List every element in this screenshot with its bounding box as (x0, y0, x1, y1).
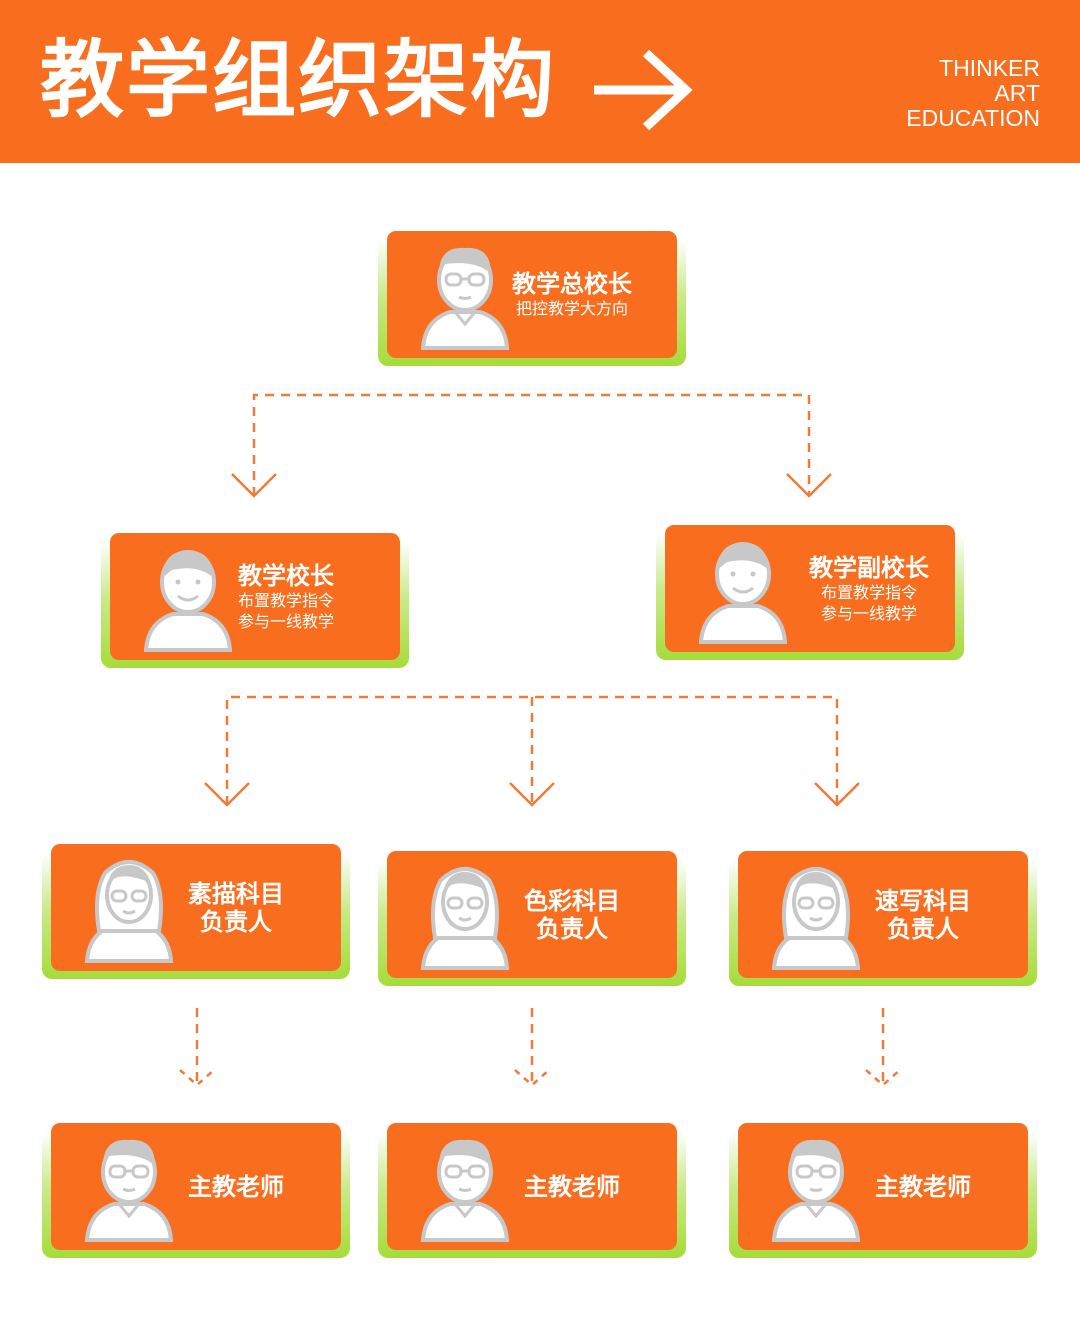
node-principal[interactable]: 教学总校长把控教学大方向 (378, 231, 686, 366)
page-title: 教学组织架构 (40, 31, 557, 129)
node-teacher-1[interactable]: 主教老师 (42, 1123, 350, 1258)
node-quick-sketch-lead[interactable]: 速写科目负责人 (729, 851, 1037, 986)
chevron-arrows (179, 473, 901, 1087)
man-icon (699, 540, 787, 644)
connector-level2 (225, 695, 839, 805)
connector-level1 (252, 393, 811, 496)
node-color-lead[interactable]: 色彩科目负责人 (378, 851, 686, 986)
man-icon (144, 548, 232, 652)
header-banner: 教学组织架构 THINKER ART EDUCATION (0, 0, 1080, 163)
node-vice-principal[interactable]: 教学副校长布置教学指令参与一线教学 (656, 525, 964, 660)
node-teacher-2[interactable]: 主教老师 (378, 1123, 686, 1258)
node-sketch-lead[interactable]: 素描科目负责人 (42, 844, 350, 979)
node-teacher-3[interactable]: 主教老师 (729, 1123, 1037, 1258)
brand-logo-text: THINKER ART EDUCATION (906, 55, 1040, 131)
arrow-right-icon (594, 49, 693, 131)
node-teaching-principal[interactable]: 教学校长布置教学指令参与一线教学 (101, 533, 409, 668)
